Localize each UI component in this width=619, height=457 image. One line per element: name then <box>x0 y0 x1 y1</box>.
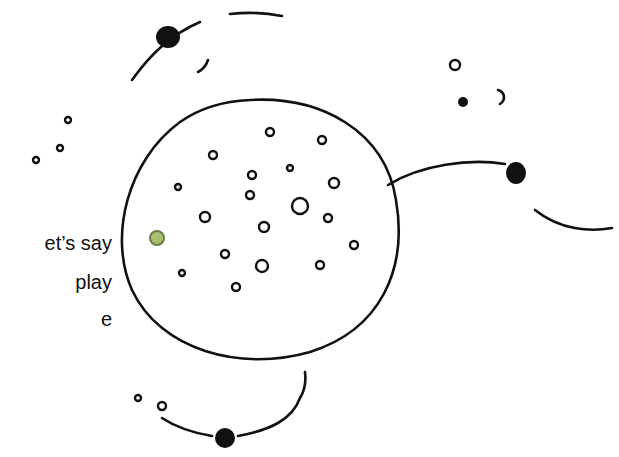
small-particle <box>65 117 71 123</box>
small-particle <box>158 402 166 410</box>
dark-particle <box>458 97 468 107</box>
highlighted-particle <box>150 231 164 245</box>
dark-particle <box>156 26 180 48</box>
orbit-arc <box>498 90 504 104</box>
small-particle <box>450 60 460 70</box>
cell-outline <box>122 100 399 360</box>
slide-text: play <box>75 271 112 293</box>
connector-line <box>388 162 505 185</box>
orbit-arc <box>132 22 200 80</box>
slide-text: et’s say <box>45 232 112 254</box>
dark-particle <box>215 428 235 448</box>
orbit-arc <box>238 372 305 436</box>
slide-text: e <box>101 308 112 330</box>
orbit-arc <box>535 210 612 230</box>
dark-particle <box>506 162 526 184</box>
small-particle <box>33 157 39 163</box>
orbit-arc <box>198 60 208 72</box>
small-particle <box>57 145 63 151</box>
orbit-arc <box>230 13 282 16</box>
small-particle <box>135 395 141 401</box>
orbit-arc <box>162 418 212 436</box>
